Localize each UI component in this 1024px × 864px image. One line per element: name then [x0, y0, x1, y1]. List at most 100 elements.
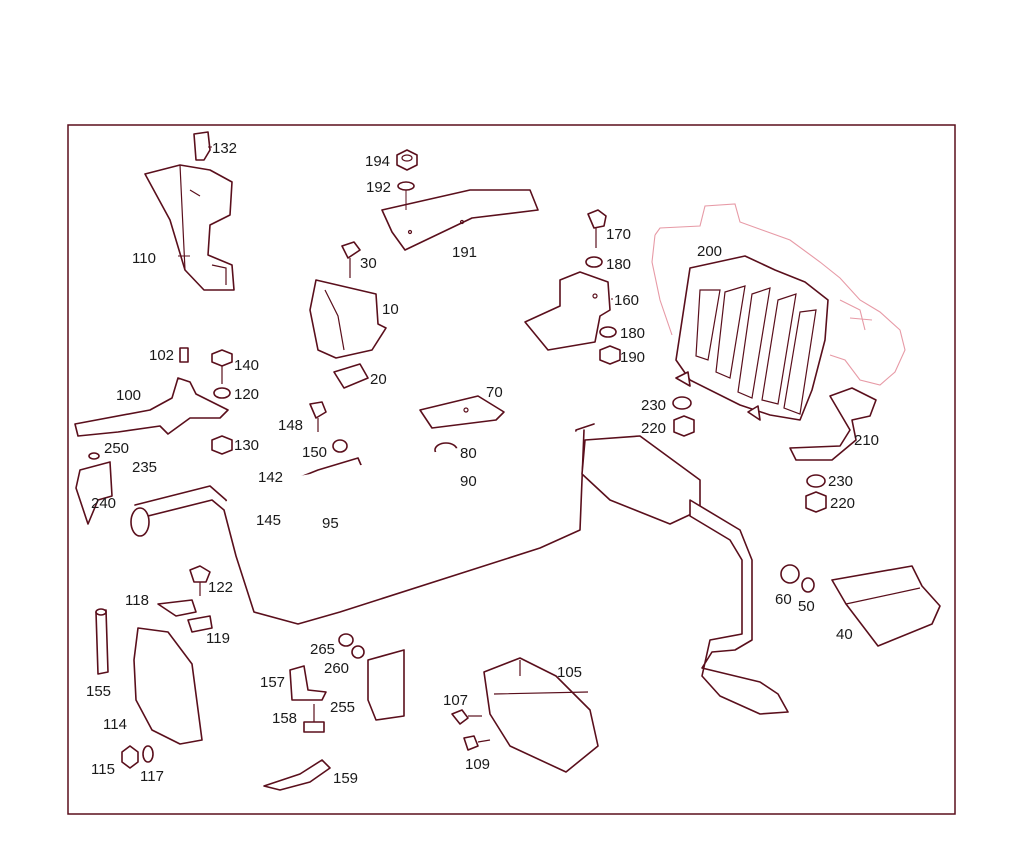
- label-250: 250: [104, 440, 129, 457]
- bracket-10: [309, 279, 387, 359]
- washer-180-top: [585, 256, 603, 268]
- washer-120: [213, 387, 231, 399]
- label-170: 170: [606, 226, 631, 243]
- label-240: 240: [91, 495, 116, 512]
- part-labels: 132 110 194 192 191 30 10 20 170 180 160…: [86, 140, 879, 787]
- bracket-157: [289, 665, 327, 701]
- nut-220-bottom: [805, 491, 827, 513]
- washer-50: [801, 577, 815, 593]
- label-120: 120: [234, 386, 259, 403]
- label-117: 117: [140, 768, 164, 785]
- nut-194: [396, 149, 418, 171]
- label-180-top: 180: [606, 256, 631, 273]
- label-192: 192: [366, 179, 391, 196]
- bracket-118: [157, 599, 197, 617]
- label-230-top: 230: [641, 397, 666, 414]
- label-150: 150: [302, 444, 327, 461]
- plug-250: [88, 452, 100, 460]
- label-10: 10: [382, 301, 399, 318]
- rubber-mount-60: [780, 564, 800, 584]
- washer-117: [142, 745, 154, 763]
- shield-plate-191: [381, 189, 539, 251]
- label-265: 265: [310, 641, 335, 658]
- front-pipe: [130, 423, 595, 625]
- label-40: 40: [836, 626, 853, 643]
- label-70: 70: [486, 384, 503, 401]
- label-230-bottom: 230: [828, 473, 853, 490]
- label-102: 102: [149, 347, 174, 364]
- stud-102: [179, 347, 189, 363]
- label-50: 50: [798, 598, 815, 615]
- label-30: 30: [360, 255, 377, 272]
- label-95: 95: [322, 515, 339, 532]
- heat-shield-40: [831, 565, 941, 647]
- bracket-70: [419, 395, 505, 429]
- label-200: 200: [697, 243, 722, 260]
- bracket-100: [74, 377, 229, 437]
- label-194: 194: [365, 153, 390, 170]
- label-210: 210: [854, 432, 879, 449]
- label-107: 107: [443, 692, 468, 709]
- label-118: 118: [125, 592, 149, 609]
- label-122: 122: [208, 579, 233, 596]
- label-114: 114: [103, 716, 127, 733]
- label-159: 159: [333, 770, 358, 787]
- label-190: 190: [620, 349, 645, 366]
- bolt-170: [587, 209, 607, 248]
- label-60: 60: [775, 591, 792, 608]
- label-155: 155: [86, 683, 111, 700]
- label-160: 160: [614, 292, 639, 309]
- bolt-109: [463, 735, 491, 751]
- label-145: 145: [256, 512, 281, 529]
- label-90: 90: [460, 473, 477, 490]
- leader-lines: [178, 255, 613, 300]
- bolt-158: [303, 704, 325, 733]
- label-100: 100: [116, 387, 141, 404]
- nut-190: [599, 345, 621, 365]
- nut-115: [121, 745, 139, 769]
- bracket-210: [789, 387, 877, 461]
- washer-192: [397, 181, 415, 210]
- label-105: 105: [557, 664, 582, 681]
- bolt-107: [451, 709, 482, 725]
- clip-132: [193, 131, 212, 161]
- label-148: 148: [278, 417, 303, 434]
- nut-130: [211, 435, 233, 455]
- engine-outline: [651, 203, 906, 386]
- nut-220-top: [673, 415, 695, 437]
- cable-tie-159: [263, 759, 331, 791]
- label-158: 158: [272, 710, 297, 727]
- heat-shield-200: [675, 255, 829, 421]
- label-180-bottom: 180: [620, 325, 645, 342]
- label-109: 109: [465, 756, 490, 773]
- nut-265: [338, 633, 354, 647]
- bolt-30: [341, 241, 361, 278]
- label-20: 20: [370, 371, 387, 388]
- bracket-160: [524, 271, 611, 351]
- bracket-255: [367, 649, 405, 721]
- bolt-140: [211, 349, 233, 384]
- label-220-top: 220: [641, 420, 666, 437]
- bracket-110: [144, 164, 235, 291]
- label-157: 157: [260, 674, 285, 691]
- label-220-bottom: 220: [830, 495, 855, 512]
- clip-119: [187, 615, 213, 633]
- clip-20: [333, 363, 369, 389]
- diagram-frame: [67, 124, 956, 815]
- label-115: 115: [91, 761, 115, 778]
- heat-shield-105: [483, 657, 599, 773]
- label-140: 140: [234, 357, 259, 374]
- label-130: 130: [234, 437, 259, 454]
- washer-230-bottom: [806, 474, 826, 488]
- label-260: 260: [324, 660, 349, 677]
- sleeve-155: [95, 608, 109, 675]
- label-132: 132: [212, 140, 237, 157]
- bolt-122: [189, 565, 211, 596]
- label-235: 235: [132, 459, 157, 476]
- washer-230-top: [672, 396, 692, 410]
- washer-180-bottom: [599, 326, 617, 338]
- label-191: 191: [452, 244, 477, 261]
- muffler: [581, 435, 789, 715]
- label-119: 119: [206, 630, 230, 647]
